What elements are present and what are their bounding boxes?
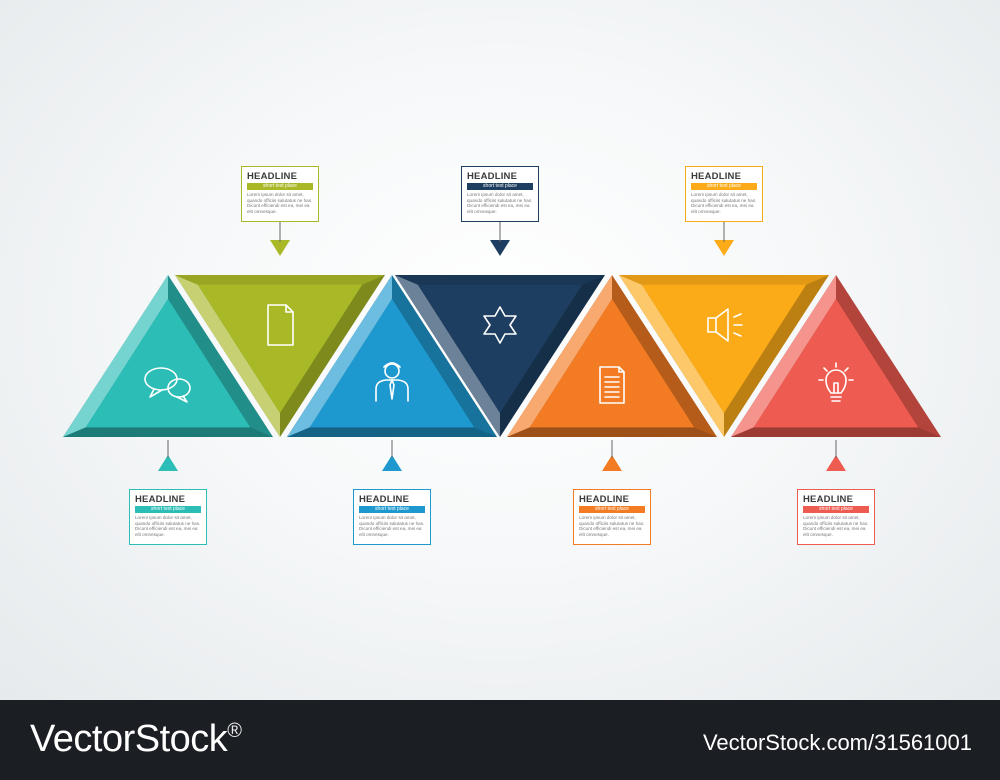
card-body-text: Lorem ipsum dolor sit amet,quando offici…	[803, 515, 869, 537]
card-headline: HEADLINE	[803, 494, 854, 505]
card-body-text: Lorem ipsum dolor sit amet,quando offici…	[467, 192, 533, 214]
text-document-icon	[599, 366, 625, 404]
brand-name: VectorStock	[30, 718, 228, 760]
triangle-step-6	[619, 222, 829, 437]
pointer-marker	[158, 455, 178, 471]
card-body-text: Lorem ipsum dolor sit amet,quando offici…	[359, 515, 425, 537]
triangle-bevel-dark	[175, 275, 385, 285]
card-body-text: Lorem ipsum dolor sit amet,quando offici…	[135, 515, 201, 537]
triangle-step-5	[507, 275, 717, 471]
registered-mark: ®	[227, 720, 242, 743]
triangle-step-4	[395, 222, 605, 437]
triangle-face	[85, 299, 251, 428]
card-headline: HEADLINE	[135, 494, 186, 505]
triangle-bevel-dark	[507, 427, 717, 437]
star-icon	[483, 306, 517, 344]
card-headline: HEADLINE	[359, 494, 410, 505]
triangle-bevel-light	[507, 275, 612, 437]
lightbulb-icon	[818, 362, 854, 402]
triangle-step-2	[175, 222, 385, 437]
pointer-marker	[270, 240, 290, 256]
triangle-bevel-light	[619, 275, 724, 437]
card-subtitle-bar: short text place	[691, 183, 757, 190]
card-headline: HEADLINE	[691, 171, 742, 182]
triangle-bevel-dark	[63, 427, 273, 437]
triangle-bevel-light	[395, 275, 500, 437]
card-body-text: Lorem ipsum dolor sit amet,quando offici…	[691, 192, 757, 214]
image-id: VectorStock.com/31561001	[702, 730, 972, 755]
speaker-icon	[707, 308, 743, 342]
triangle-face	[529, 299, 695, 428]
triangle-bevel-dark	[731, 427, 941, 437]
card-subtitle-bar: short text place	[467, 183, 533, 190]
card-subtitle-bar: short text place	[247, 183, 313, 190]
speech-bubbles-icon	[144, 367, 191, 403]
pointer-marker	[382, 455, 402, 471]
card-subtitle-bar: short text place	[359, 506, 425, 513]
triangle-bevel-dark	[619, 275, 829, 285]
triangle-bevel-light	[287, 275, 392, 437]
watermark-footer: VectorStock® VectorStock.com/31561001	[0, 700, 1000, 780]
pointer-marker	[714, 240, 734, 256]
triangle-face	[417, 284, 583, 413]
card-subtitle-bar: short text place	[579, 506, 645, 513]
card-headline: HEADLINE	[467, 171, 518, 182]
card-subtitle-bar: short text place	[803, 506, 869, 513]
card-body-text: Lorem ipsum dolor sit amet,quando offici…	[247, 192, 313, 214]
triangle-face	[641, 284, 807, 413]
card-body-text: Lorem ipsum dolor sit amet,quando offici…	[579, 515, 645, 537]
triangle-bevel-dark	[287, 427, 497, 437]
pointer-marker	[490, 240, 510, 256]
triangle-bevel-dark	[395, 275, 605, 285]
card-headline: HEADLINE	[247, 171, 298, 182]
triangle-bevel-light	[63, 275, 168, 437]
pointer-marker	[826, 455, 846, 471]
document-icon	[267, 304, 294, 346]
triangle-step-1	[63, 275, 273, 471]
triangle-step-3	[287, 275, 497, 471]
pointer-marker	[602, 455, 622, 471]
triangle-timeline-diagram	[63, 222, 941, 471]
person-icon	[375, 362, 409, 402]
triangle-bevel-light	[175, 275, 280, 437]
vectorstock-logo: VectorStock®	[30, 718, 242, 761]
card-subtitle-bar: short text place	[135, 506, 201, 513]
triangle-face	[197, 284, 363, 413]
triangle-bevel-light	[731, 275, 836, 437]
card-headline: HEADLINE	[579, 494, 630, 505]
